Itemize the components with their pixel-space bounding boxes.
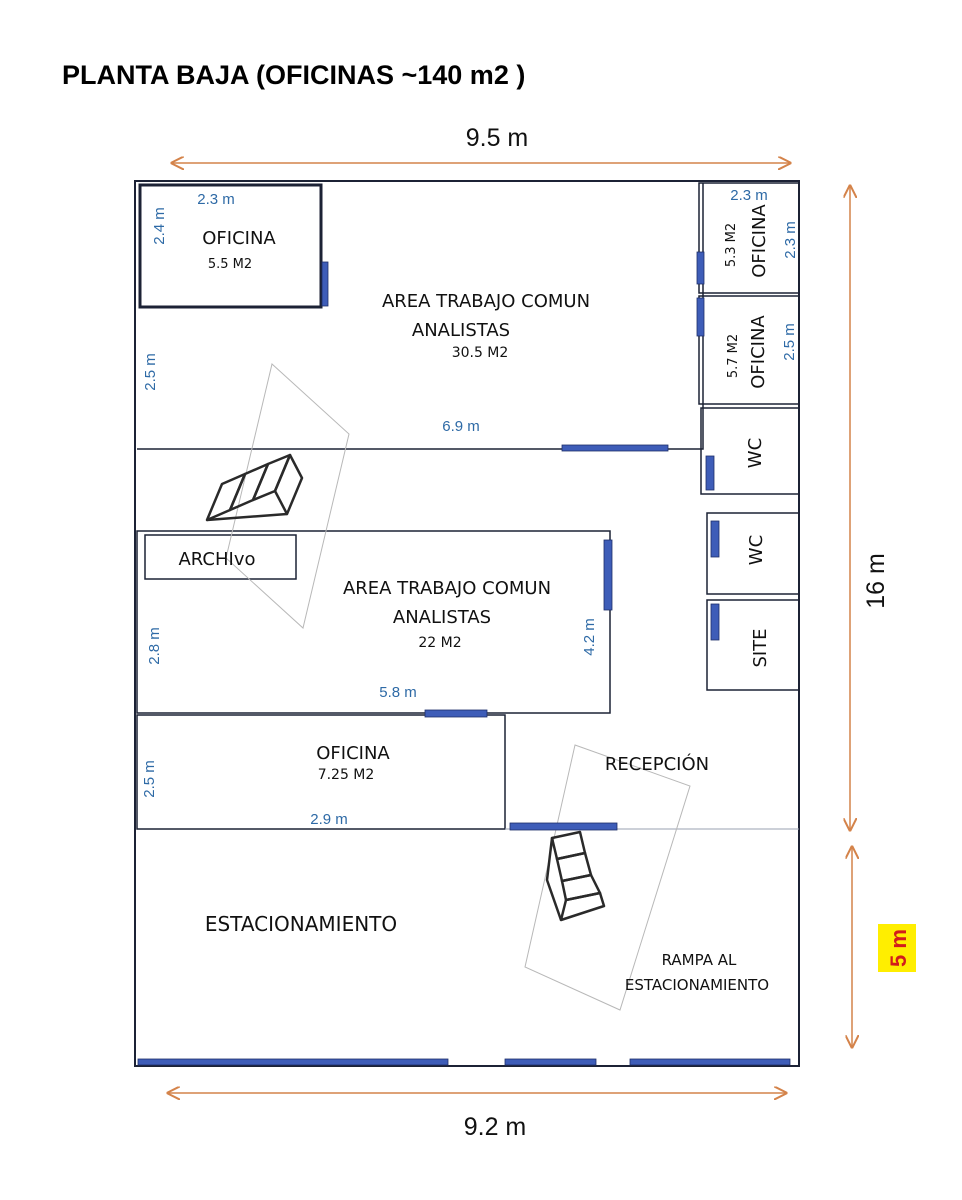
- office-bottom-width: 2.9 m: [310, 811, 348, 828]
- common-area-top-walls: [137, 183, 704, 450]
- bottom-width-label: 9.2 m: [464, 1113, 527, 1141]
- stairs-upper: [205, 363, 350, 629]
- highlight-box: [878, 924, 916, 972]
- office-right-1-area: 5.3 M2: [724, 223, 739, 267]
- right-height-label-upper: 16 m: [862, 553, 890, 609]
- common-area-top-name-2: ANALISTAS: [412, 320, 510, 341]
- office-right-2-area: 5.7 M2: [726, 334, 741, 378]
- archive-name: ARCHIvo: [178, 549, 255, 570]
- common-area-top-area: 30.5 M2: [452, 345, 509, 361]
- office-top-room: [138, 183, 323, 309]
- office-bottom-room: [136, 714, 506, 830]
- site-room: [706, 599, 800, 691]
- office-top-area: 5.5 M2: [208, 257, 252, 272]
- office-right-2-name: OFICINA: [748, 315, 769, 389]
- common-area-mid-area: 22 M2: [418, 635, 461, 651]
- stairs-ramp: [524, 744, 691, 1011]
- office-right-1-room: [698, 182, 800, 294]
- top-width-label: 9.5 m: [466, 124, 529, 152]
- common-area-mid-height: 2.8 m: [146, 627, 163, 665]
- office-bottom-area: 7.25 M2: [318, 767, 375, 783]
- wc-2-name: WC: [746, 535, 767, 565]
- common-area-mid-room: [136, 530, 611, 714]
- common-area-mid-name-1: AREA TRABAJO COMUN: [343, 578, 551, 599]
- office-bottom-name: OFICINA: [316, 743, 390, 764]
- site-name: SITE: [750, 628, 771, 667]
- common-area-mid-name-2: ANALISTAS: [393, 607, 491, 628]
- common-area-top-height: 2.5 m: [142, 353, 159, 391]
- ramp-line-1: RAMPA AL: [662, 951, 737, 969]
- parking-name: ESTACIONAMIENTO: [205, 912, 397, 936]
- office-top-width: 2.3 m: [197, 191, 235, 208]
- office-top-name: OFICINA: [202, 228, 276, 249]
- archive-room: [144, 534, 297, 580]
- common-area-top-name-1: AREA TRABAJO COMUN: [382, 291, 590, 312]
- wc-1-room: [700, 407, 800, 495]
- office-right-1-height: 2.3 m: [782, 221, 799, 259]
- wc-2-room: [706, 512, 800, 595]
- office-right-1-width: 2.3 m: [730, 187, 768, 204]
- common-area-top-width: 6.9 m: [442, 418, 480, 435]
- ramp-line-2: ESTACIONAMIENTO: [625, 976, 769, 994]
- office-top-height: 2.4 m: [151, 207, 168, 245]
- wc-1-name: WC: [745, 438, 766, 468]
- office-bottom-height: 2.5 m: [141, 760, 158, 798]
- reception-name: RECEPCIÓN: [605, 753, 709, 775]
- common-area-mid-width: 5.8 m: [379, 684, 417, 701]
- office-right-2-height: 2.5 m: [781, 323, 798, 361]
- doors: [137, 251, 791, 1066]
- right-height-label-lower: 5 m: [886, 929, 911, 967]
- common-area-mid-side: 4.2 m: [581, 618, 598, 656]
- office-right-2-room: [698, 295, 800, 405]
- plan-title: PLANTA BAJA (OFICINAS ~140 m2 ): [62, 60, 526, 90]
- office-right-1-name: OFICINA: [749, 204, 770, 278]
